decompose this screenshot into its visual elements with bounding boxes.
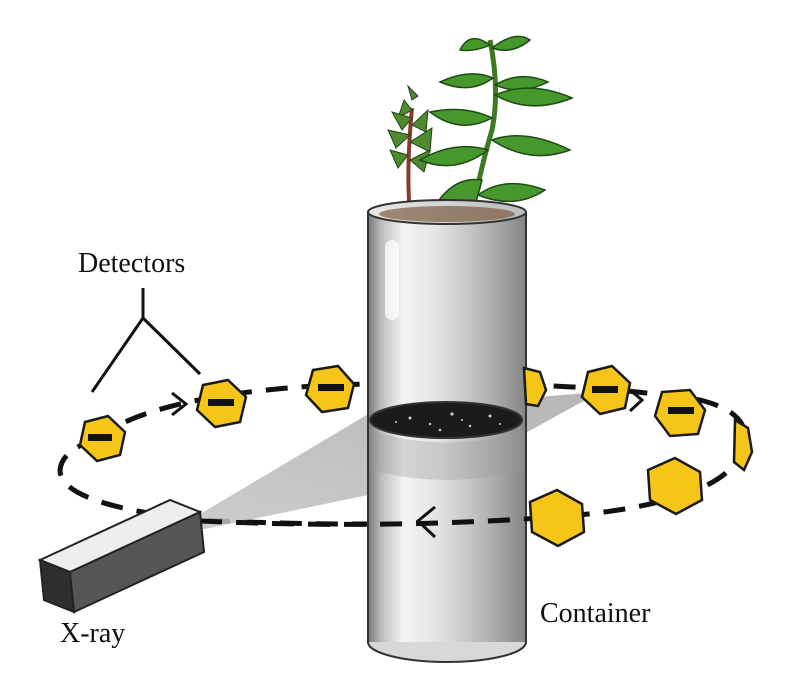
detectors-pointer [90, 288, 202, 393]
detector-icon [78, 414, 127, 463]
detector-orbit [57, 380, 748, 527]
detector-icon [646, 456, 704, 516]
arrow-icon [171, 388, 645, 539]
detector-icon [580, 364, 632, 416]
xray-source-icon [37, 498, 206, 614]
container-label: Container [540, 598, 651, 629]
detectors-label: Detectors [78, 248, 185, 279]
detectors [78, 364, 754, 548]
xray-label: X-ray [60, 618, 125, 649]
detector-icon [732, 417, 754, 472]
detector-icon [304, 364, 356, 414]
detector-icon [522, 366, 548, 408]
soil-particles [395, 412, 501, 432]
detector-icon [528, 488, 586, 548]
detector-icon [195, 378, 248, 429]
container-tube [367, 199, 527, 663]
detector-icon [653, 388, 707, 438]
